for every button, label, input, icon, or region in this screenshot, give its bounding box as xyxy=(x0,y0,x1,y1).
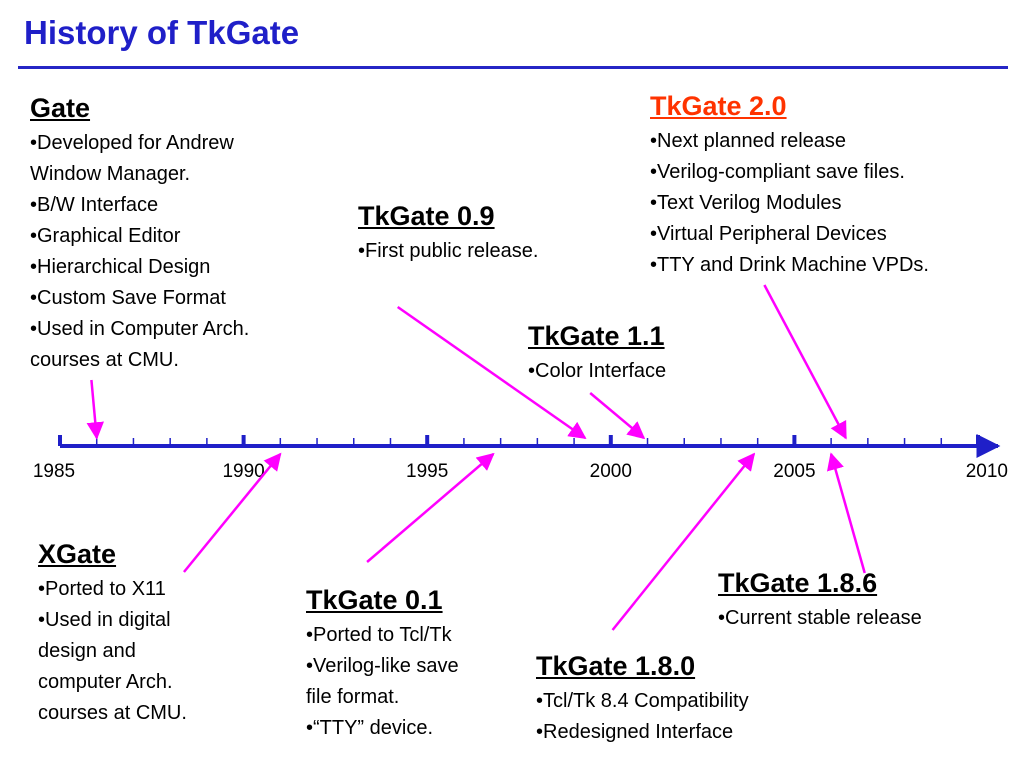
event-tkgate-1-8-0-line: •Tcl/Tk 8.4 Compatibility xyxy=(536,690,749,712)
event-pointer-arrow xyxy=(86,379,104,440)
event-tkgate-1-1-heading: TkGate 1.1 xyxy=(528,321,665,351)
event-pointer-arrow xyxy=(611,452,756,631)
event-tkgate-2-0: TkGate 2.0 •Next planned release •Verilo… xyxy=(650,88,929,281)
event-tkgate-1-8-6-heading: TkGate 1.8.6 xyxy=(718,568,878,598)
axis-year-label: 1990 xyxy=(222,461,264,482)
event-xgate-line: •Ported to X11 xyxy=(38,578,166,600)
event-pointer-arrow xyxy=(763,284,847,440)
event-tkgate-0-1-line: •Verilog-like save xyxy=(306,655,459,677)
event-tkgate-2-0-line: •TTY and Drink Machine VPDs. xyxy=(650,254,929,276)
event-tkgate-0-1-line: file format. xyxy=(306,686,400,708)
event-tkgate-0-9: TkGate 0.9 •First public release. xyxy=(358,198,538,267)
event-pointer-arrow xyxy=(366,452,495,563)
event-tkgate-1-8-6: TkGate 1.8.6 •Current stable release xyxy=(718,565,922,634)
event-tkgate-2-0-heading: TkGate 2.0 xyxy=(650,91,787,121)
event-gate-line: •Custom Save Format xyxy=(30,287,226,309)
event-tkgate-1-8-6-line: •Current stable release xyxy=(718,607,922,629)
event-gate: Gate •Developed for Andrew Window Manage… xyxy=(30,90,249,376)
axis-year-label: 1985 xyxy=(33,461,75,482)
axis-year-label: 2005 xyxy=(773,461,815,482)
event-gate-line: •Graphical Editor xyxy=(30,225,181,247)
event-tkgate-0-1-heading: TkGate 0.1 xyxy=(306,585,443,615)
event-tkgate-0-9-heading: TkGate 0.9 xyxy=(358,201,495,231)
event-gate-line: courses at CMU. xyxy=(30,349,179,371)
event-tkgate-1-8-0-line: •Redesigned Interface xyxy=(536,721,734,743)
axis-year-label: 1995 xyxy=(406,461,448,482)
event-tkgate-1-8-0: TkGate 1.8.0 •Tcl/Tk 8.4 Compatibility •… xyxy=(536,648,749,748)
event-gate-line: •B/W Interface xyxy=(30,194,159,216)
event-xgate-line: design and xyxy=(38,640,136,662)
event-xgate-line: courses at CMU. xyxy=(38,702,187,724)
event-gate-line: •Developed for Andrew xyxy=(30,132,234,154)
axis-year-label: 2000 xyxy=(590,461,632,482)
event-tkgate-2-0-line: •Next planned release xyxy=(650,130,847,152)
axis-year-label: 2010 xyxy=(966,461,1008,482)
event-tkgate-2-0-line: •Virtual Peripheral Devices xyxy=(650,223,887,245)
event-xgate-line: computer Arch. xyxy=(38,671,173,693)
event-tkgate-0-1: TkGate 0.1 •Ported to Tcl/Tk •Verilog-li… xyxy=(306,582,459,744)
event-xgate-line: •Used in digital xyxy=(38,609,171,631)
event-tkgate-0-1-line: •“TTY” device. xyxy=(306,717,434,739)
title-underline xyxy=(18,66,1008,69)
event-tkgate-2-0-line: •Verilog-compliant save files. xyxy=(650,161,905,183)
event-xgate-heading: XGate xyxy=(38,539,117,569)
event-pointer-arrow xyxy=(182,452,282,573)
event-tkgate-2-0-line: •Text Verilog Modules xyxy=(650,192,842,214)
event-tkgate-1-8-0-heading: TkGate 1.8.0 xyxy=(536,651,696,681)
event-pointer-arrow xyxy=(396,305,587,440)
event-gate-line: •Used in Computer Arch. xyxy=(30,318,250,340)
event-tkgate-0-9-line: •First public release. xyxy=(358,240,539,262)
event-tkgate-0-1-line: •Ported to Tcl/Tk xyxy=(306,624,452,646)
event-gate-heading: Gate xyxy=(30,93,91,123)
event-pointer-arrow xyxy=(826,452,866,574)
event-gate-line: •Hierarchical Design xyxy=(30,256,211,278)
event-tkgate-1-1-line: •Color Interface xyxy=(528,360,667,382)
page-title: History of TkGate xyxy=(24,14,300,51)
event-pointer-arrow xyxy=(589,392,646,440)
event-tkgate-1-1: TkGate 1.1 •Color Interface xyxy=(528,318,666,387)
event-gate-line: Window Manager. xyxy=(30,163,191,185)
event-xgate: XGate •Ported to X11 •Used in digital de… xyxy=(38,536,187,729)
